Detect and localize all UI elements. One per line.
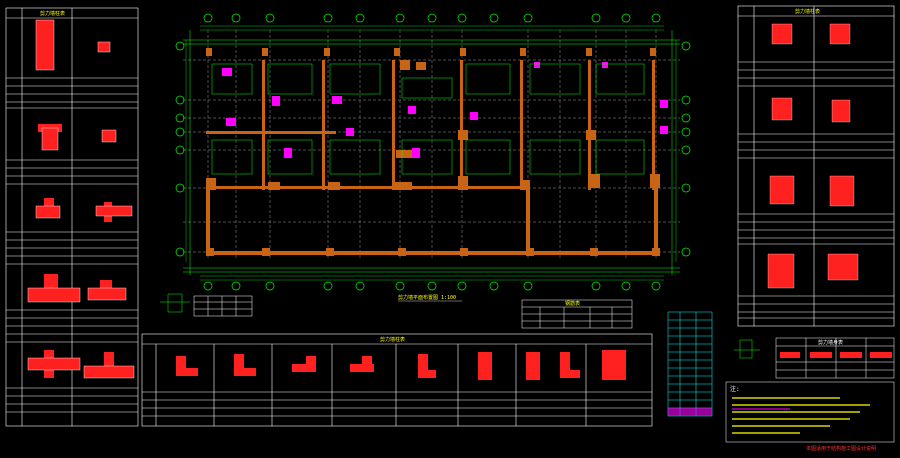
floor-highlight-row <box>668 408 712 416</box>
plan-hatches <box>222 62 668 158</box>
left-section-outlines <box>27 19 135 379</box>
small-wall-detail <box>160 293 190 313</box>
wall-body-table-title: 剪力墙身表 <box>818 339 843 346</box>
rebar-table <box>521 299 633 329</box>
right-table-title: 剪力墙柱表 <box>795 8 820 15</box>
right-sections <box>768 24 858 288</box>
notes-box <box>725 381 895 443</box>
notes-lines <box>732 397 870 434</box>
right-section-grids <box>767 23 859 289</box>
bottom-red-note: 本图适用于结构施工图设计说明 <box>806 445 876 452</box>
wall-body-sections-right <box>780 352 892 358</box>
bottom-table <box>141 333 653 427</box>
notes-header: 注: <box>730 385 740 393</box>
wall-body-table <box>193 295 253 317</box>
plan-columns <box>206 48 660 256</box>
wall-body-detail-right <box>734 339 760 359</box>
rebar-table-title: 钢筋表 <box>565 300 580 307</box>
plan-title: 剪力墙平面布置图 1:100 <box>398 294 456 301</box>
axis-bubbles-top <box>203 13 661 23</box>
wall-body-table-right <box>775 337 895 379</box>
axis-bubbles-left <box>175 41 185 257</box>
bottom-sections <box>176 350 626 380</box>
bottom-table-title: 剪力墙柱表 <box>380 336 405 343</box>
plan-wall-details <box>211 63 645 175</box>
plan-beams <box>206 60 658 255</box>
plan-grid-lines <box>183 30 680 275</box>
axis-bubbles-right <box>681 41 691 257</box>
dimension-chains <box>185 25 677 281</box>
left-table-title: 剪力墙柱表 <box>40 10 65 17</box>
axis-bubbles-bottom <box>203 281 661 291</box>
left-column-table <box>5 7 139 427</box>
right-column-table <box>737 5 895 327</box>
left-sections <box>28 20 134 378</box>
